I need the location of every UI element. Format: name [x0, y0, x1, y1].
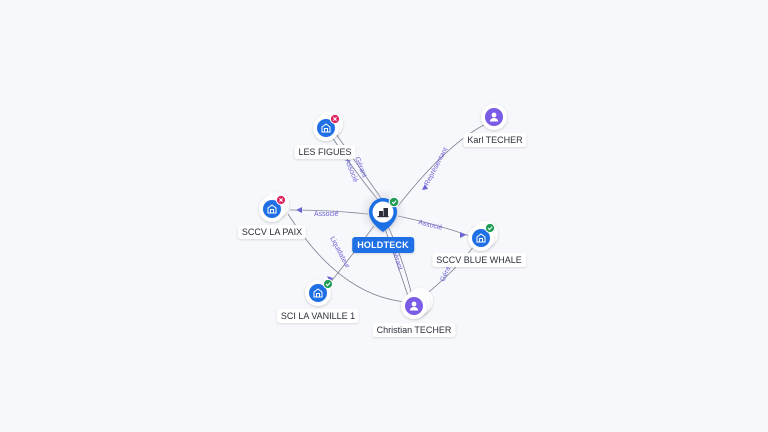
node-les-figues[interactable]	[313, 111, 343, 141]
edge-karl-holdteck[interactable]	[397, 121, 491, 207]
edge-label-liquidateur: Liquidateur	[328, 236, 351, 270]
node-label-karl-techer[interactable]: Karl TECHER	[463, 133, 527, 147]
node-sccv-la-paix[interactable]	[259, 192, 289, 222]
node-label-les-figues[interactable]: LES FIGUES	[294, 145, 356, 159]
node-sci-la-vanille[interactable]	[305, 278, 334, 306]
building-icon	[476, 233, 486, 243]
building-icon	[267, 204, 277, 214]
person-icon	[409, 301, 419, 311]
arrow-la-paix	[296, 207, 302, 213]
check-badge-icon	[388, 196, 400, 208]
arrow-vanille	[327, 276, 333, 282]
node-christian-techer[interactable]	[401, 288, 433, 319]
edge-label-associe-blue: Associé	[418, 219, 444, 232]
edge-label-representant-karl: Représentant	[424, 146, 450, 186]
node-label-sccv-la-paix[interactable]: SCCV LA PAIX	[237, 225, 307, 239]
node-label-christian-techer[interactable]: Christian TECHER	[372, 323, 456, 337]
arrow-karl	[422, 184, 428, 190]
node-sccv-blue-whale[interactable]	[468, 221, 498, 251]
node-label-sccv-blue-whale[interactable]: SCCV BLUE WHALE	[432, 253, 526, 267]
node-label-holdteck[interactable]: HOLDTECK	[352, 237, 414, 253]
person-icon	[489, 112, 499, 122]
edge-arrows	[296, 184, 466, 282]
arrow-blue-whale	[460, 232, 466, 238]
node-karl-techer[interactable]	[481, 104, 507, 130]
check-badge-icon	[322, 278, 334, 290]
edge-label-associe-paix: Associé	[314, 211, 339, 218]
edge-christian-sccv-blue-whale[interactable]	[423, 245, 475, 297]
building-icon	[377, 208, 389, 218]
node-holdteck[interactable]	[359, 188, 407, 236]
check-badge-icon	[484, 222, 496, 234]
close-badge-icon	[329, 113, 341, 125]
building-icon	[313, 288, 323, 298]
close-badge-icon	[275, 194, 287, 206]
building-icon	[321, 123, 331, 133]
node-label-sci-la-vanille[interactable]: SCI LA VANILLE 1	[276, 309, 360, 323]
